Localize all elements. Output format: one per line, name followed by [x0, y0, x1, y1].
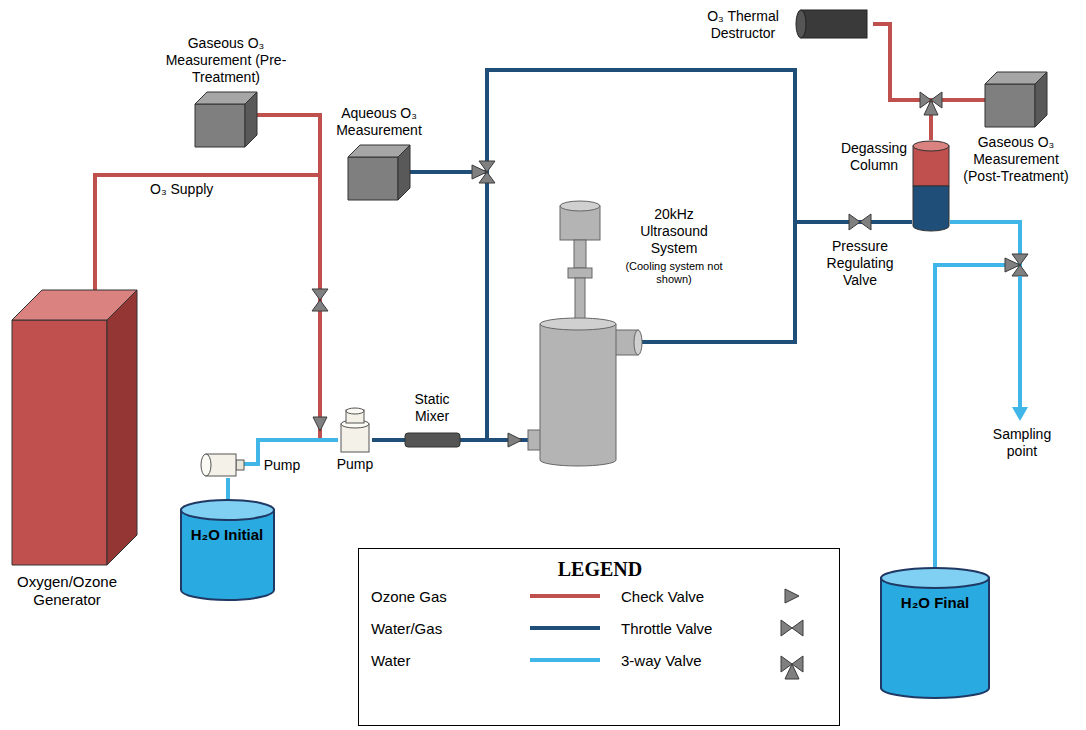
check-valve: [508, 433, 522, 447]
node-label: 20kHz Ultrasound System: [632, 206, 716, 257]
thermal-destructor: O₃ Thermal Destructor: [795, 8, 873, 40]
node-label: Gaseous O₃ Measurement (Post-Treatment): [955, 134, 1077, 185]
water-tank-shape: [880, 568, 990, 698]
free-label: O₃ Supply: [150, 181, 240, 198]
pipe-connector: [935, 222, 1020, 568]
static-mixer: Static Mixer: [405, 433, 460, 447]
pressure-valve: [849, 214, 871, 230]
pump-symbol-shape: [200, 452, 244, 478]
legend-text: Ozone Gas: [371, 588, 521, 606]
node-label: Gaseous O₃ Measurement (Pre-Treatment): [165, 35, 287, 86]
ozone-generator-shape: [12, 290, 137, 565]
free-label: Sampling point: [982, 426, 1062, 460]
legend-line-sample: [530, 658, 600, 662]
throttle-valve: [312, 289, 328, 311]
pipe-connector: [228, 478, 229, 500]
legend-text: Water: [371, 652, 521, 670]
node-label: O₃ Thermal Destructor: [699, 8, 787, 42]
three-way-valve: [1005, 254, 1028, 276]
legend-text: Water/Gas: [371, 620, 521, 638]
legend-three-way-valve: [781, 656, 803, 679]
node-label: H₂O Initial: [181, 526, 274, 544]
degassing-column-shape: [912, 140, 950, 232]
degassing-column: Degassing Column: [912, 140, 950, 232]
node-label: Pump: [260, 457, 304, 474]
three-way-valve: [472, 161, 495, 183]
node-label: Degassing Column: [838, 140, 910, 174]
legend-box: LEGEND Ozone GasWater/GasWater Check Valve…: [358, 548, 840, 726]
aqueous-analyzer-shape: [348, 145, 410, 200]
node-label: (Cooling system not shown): [615, 260, 733, 286]
thermal-destructor-shape: [795, 8, 873, 40]
water-tank: H₂O Initial: [180, 500, 275, 600]
legend-check-valve: [785, 589, 799, 603]
pipe-connector: [873, 24, 931, 140]
legend-line-sample: [530, 594, 600, 598]
water-tank-shape: [180, 500, 275, 600]
node-label: Oxygen/Ozone Generator: [11, 573, 123, 609]
gas-analyzer: Gaseous O₃ Measurement (Post-Treatment): [985, 72, 1047, 127]
gas-analyzer-shape: [195, 92, 257, 147]
gas-analyzer-shape: [985, 72, 1047, 127]
node-label: Static Mixer: [406, 391, 458, 425]
gas-analyzer: Gaseous O₃ Measurement (Pre-Treatment): [195, 92, 257, 147]
pipe-connector: [372, 440, 405, 441]
pump-symbol-shape: [338, 408, 372, 452]
water-tank: H₂O Final: [880, 568, 990, 698]
node-label: Aqueous O₃ Measurement: [327, 105, 431, 139]
free-label: Pressure Regulating Valve: [815, 238, 905, 289]
legend-line-sample: [530, 626, 600, 630]
legend-throttle-valve: [781, 620, 803, 636]
check-valve: [313, 417, 327, 431]
pump-symbol: Pump: [200, 452, 244, 478]
node-label: Pump: [333, 456, 377, 473]
ultrasound-reactor: 20kHz Ultrasound System(Cooling system n…: [528, 200, 642, 468]
static-mixer-shape: [405, 433, 460, 447]
three-way-valve: [920, 92, 942, 115]
sampling-line: [1018, 276, 1022, 410]
pipe-connector: [460, 70, 912, 440]
node-label: LEGEND: [500, 557, 700, 581]
ultrasound-reactor-shape: [528, 200, 642, 468]
ozone-generator: Oxygen/Ozone Generator: [12, 290, 137, 565]
legend-text: 3-way Valve: [621, 652, 771, 670]
sampling-arrow: [1012, 407, 1028, 421]
pump-symbol: Pump: [338, 408, 372, 452]
aqueous-analyzer: Aqueous O₃ Measurement: [348, 145, 410, 200]
node-label: H₂O Final: [882, 594, 988, 612]
legend-text: Check Valve: [621, 588, 771, 606]
legend-text: Throttle Valve: [621, 620, 771, 638]
